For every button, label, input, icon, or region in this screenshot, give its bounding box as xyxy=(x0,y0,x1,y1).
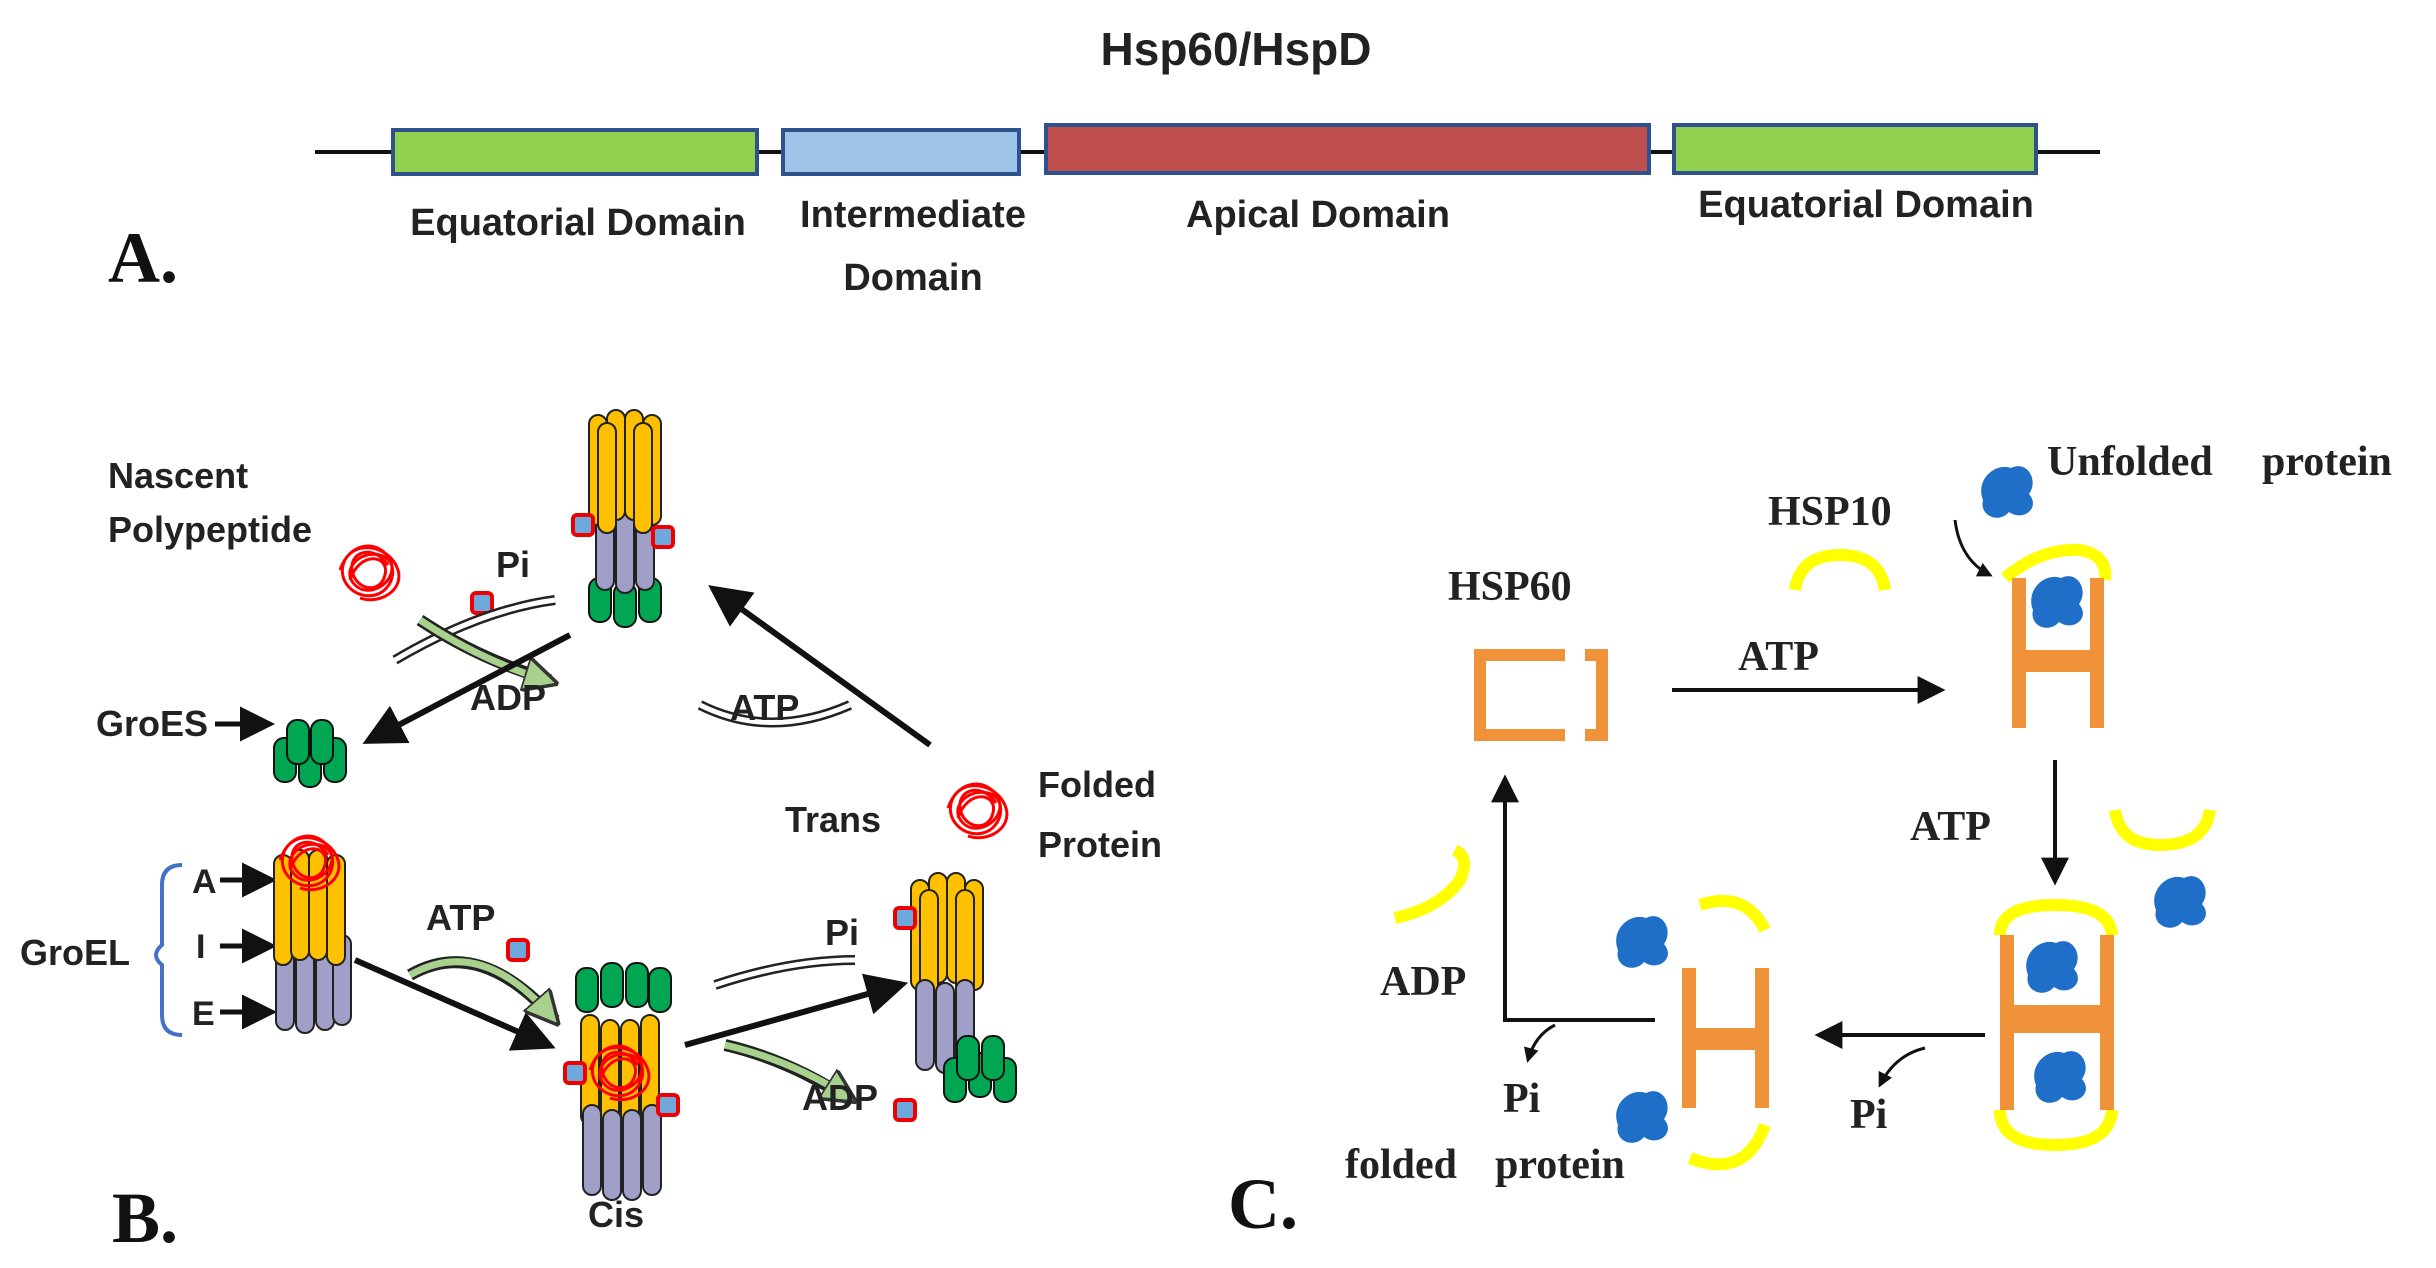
released-protein-top-icon xyxy=(1616,916,1668,968)
ring-i-label: I xyxy=(196,928,205,966)
adp-label: ADP xyxy=(1380,959,1466,1005)
atp-bottom-icon xyxy=(506,938,530,962)
trans-label: Trans xyxy=(785,799,881,840)
pi-left-label: Pi xyxy=(1503,1076,1541,1122)
adp-bottom-icon xyxy=(893,1098,917,1122)
arrow-to-cis xyxy=(353,957,556,1051)
groel-top-icon xyxy=(571,409,675,628)
hsp10-cap-icon xyxy=(1789,548,1891,592)
polypeptide-label: Polypeptide xyxy=(108,509,312,550)
groes-icon xyxy=(273,719,347,788)
hsp10-released-cap-icon xyxy=(1393,844,1470,924)
apical-domain-label: Apical Domain xyxy=(1186,194,1450,236)
panel-b: Nascent Polypeptide Pi ADP GroES GroEL A… xyxy=(20,409,1162,1258)
pi-right-arrow xyxy=(1878,1046,1926,1088)
groes-label: GroES xyxy=(96,703,208,744)
folded-word-label: folded xyxy=(1345,1142,1457,1188)
unfolded-label: Unfolded xyxy=(2047,439,2213,485)
folded-label: Folded xyxy=(1038,764,1156,805)
pi-top-icon xyxy=(470,591,494,615)
unfolded-protein-icon xyxy=(1981,466,2033,518)
groel-label: GroEL xyxy=(20,932,130,973)
arrow-to-top xyxy=(708,585,932,748)
unfolded-protein-label: protein xyxy=(2262,439,2392,485)
intermediate-domain-label: Intermediate xyxy=(800,194,1026,236)
ring-e-label: E xyxy=(192,995,215,1033)
pi-right-label: Pi xyxy=(1850,1092,1888,1138)
ring-a-label: A xyxy=(192,863,217,901)
panel-a: Hsp60/HspD Equatorial Domain Intermediat… xyxy=(108,23,2100,299)
groel-trans-icon xyxy=(893,872,1017,1103)
apical-domain-box xyxy=(1044,123,1651,175)
folded-protein-icon xyxy=(946,782,1009,840)
equatorial-domain-1-label: Equatorial Domain xyxy=(410,202,746,244)
hsp10-free-cap-icon xyxy=(2109,808,2216,852)
atp-top-label: ATP xyxy=(1738,634,1819,680)
panel-a-label: A. xyxy=(108,218,178,298)
equatorial-domain-2-box xyxy=(1672,123,2038,175)
folded-protein-label: protein xyxy=(1495,1142,1625,1188)
cis-label: Cis xyxy=(588,1194,644,1235)
hsp60-football-complex-icon xyxy=(1994,898,2118,1152)
panel-c-label: C. xyxy=(1228,1164,1298,1244)
intermediate-domain-label-2: Domain xyxy=(843,257,982,299)
panel-c: HSP60 HSP10 Unfolded protein ATP ATP xyxy=(1228,439,2392,1244)
intermediate-domain-box xyxy=(781,128,1021,176)
arrow-to-trans xyxy=(684,973,909,1048)
hsp60-trans-complex-icon xyxy=(1682,894,1771,1171)
nascent-label: Nascent xyxy=(108,455,248,496)
atp-right-label: ATP xyxy=(730,687,799,728)
nascent-polypeptide-icon xyxy=(338,544,401,602)
free-unfolded-protein-icon xyxy=(2154,876,2206,928)
atp-right-label: ATP xyxy=(1910,804,1991,850)
atp-bottom-label: ATP xyxy=(426,897,495,938)
groel-bracket xyxy=(154,863,183,1037)
return-arrow xyxy=(1491,774,1655,1022)
groel-left-icon xyxy=(273,834,352,1034)
groel-cis-icon xyxy=(563,962,680,1201)
hsp10-label: HSP10 xyxy=(1768,489,1892,535)
adp-bottom-label: ADP xyxy=(802,1077,878,1118)
panel-a-title: Hsp60/HspD xyxy=(1101,23,1372,75)
hsp60-label: HSP60 xyxy=(1448,564,1572,610)
pi-bottom-label: Pi xyxy=(825,912,859,953)
pi-bottom-arc xyxy=(713,955,856,990)
hsp60-open-icon xyxy=(1474,649,1608,741)
pi-top-label: Pi xyxy=(496,544,530,585)
arrow-to-groes xyxy=(362,632,572,744)
panel-b-label: B. xyxy=(112,1178,178,1258)
released-protein-bottom-icon xyxy=(1616,1091,1668,1143)
equatorial-domain-2-label: Equatorial Domain xyxy=(1698,184,2034,226)
hsp60-cis-complex-icon xyxy=(2001,543,2112,728)
pi-left-arrow xyxy=(1524,1023,1556,1063)
equatorial-domain-1-box xyxy=(391,128,759,176)
protein-label: Protein xyxy=(1038,824,1162,865)
unfolded-arrow xyxy=(1953,519,1993,577)
